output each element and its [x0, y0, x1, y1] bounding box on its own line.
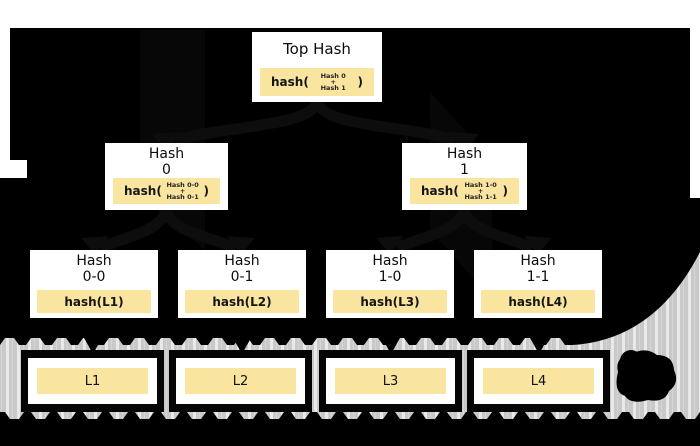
hash-prefix: hash(: [124, 184, 162, 198]
data-block-label: L2: [232, 373, 249, 389]
data-block-cell: L3: [335, 368, 446, 394]
hash-suffix: ): [357, 75, 363, 89]
hash-expression: hash( Hash 1-0 + Hash 1-1 ): [410, 178, 519, 204]
background-strip-top: [0, 0, 700, 28]
hash-args: Hash 0-0 + Hash 0-1: [166, 181, 199, 201]
node-hash-0: Hash 0 hash( Hash 0-0 + Hash 0-1 ): [105, 143, 228, 210]
node-top-hash: Top Hash hash( Hash 0 + Hash 1 ): [252, 32, 382, 102]
hash-prefix: hash(: [271, 75, 309, 89]
hash-value: hash(L2): [212, 294, 272, 309]
title-line: Top Hash: [283, 40, 351, 58]
title-line: 1-1: [526, 269, 550, 285]
title-line: 1: [460, 162, 469, 178]
hash-operator: +: [477, 187, 484, 195]
background-strip-right: [690, 28, 700, 198]
hash-args: Hash 1-0 + Hash 1-1: [464, 181, 497, 201]
title-line: 0: [162, 162, 171, 178]
node-title: Hash 1-1: [474, 250, 602, 285]
node-hash-1: Hash 1 hash( Hash 1-0 + Hash 1-1 ): [402, 143, 527, 210]
background-strip-left-step: [10, 160, 27, 178]
hash-suffix: ): [203, 184, 209, 198]
title-line: Hash: [372, 253, 408, 269]
data-block-cell: L2: [185, 368, 296, 394]
node-hash-0-1: Hash 0-1 hash(L2): [178, 250, 306, 318]
hash-arg: Hash 0-0: [166, 181, 199, 189]
node-title: Hash 0-1: [178, 250, 306, 285]
hash-operator: +: [330, 78, 336, 86]
node-title: Top Hash: [252, 32, 382, 58]
data-block-frame: L4: [474, 358, 603, 404]
hash-value: hash(L3): [360, 294, 420, 309]
node-title: Hash 1: [402, 143, 527, 178]
hash-value: hash(L1): [64, 294, 124, 309]
hash-operator: +: [179, 187, 186, 195]
hash-arg: Hash 1-1: [464, 193, 497, 201]
arrowhead-icon: [377, 329, 405, 354]
hash-value: hash(L4): [508, 294, 568, 309]
data-block-cell: L4: [483, 368, 594, 394]
data-block-label: L4: [530, 373, 547, 389]
hash-suffix: ): [502, 184, 508, 198]
node-title: Hash 0-0: [30, 250, 158, 285]
background-strip-left: [0, 28, 10, 178]
data-block-l2: L2: [169, 350, 312, 412]
node-title: Hash 0: [105, 143, 228, 178]
data-block-l1: L1: [21, 350, 164, 412]
data-block-cell: L1: [37, 368, 148, 394]
node-hash-1-0: Hash 1-0 hash(L3): [326, 250, 454, 318]
title-line: 1-0: [378, 269, 402, 285]
data-block-label: L1: [84, 373, 101, 389]
data-block-frame: L3: [326, 358, 455, 404]
title-line: Hash: [148, 146, 185, 162]
title-line: 0-0: [82, 269, 106, 285]
hash-prefix: hash(: [421, 184, 459, 198]
hash-expression: hash( Hash 0-0 + Hash 0-1 ): [113, 178, 220, 204]
title-line: Hash: [520, 253, 556, 269]
arrowhead-icon: [79, 329, 107, 354]
title-line: 0-1: [230, 269, 254, 285]
title-line: Hash: [76, 253, 112, 269]
node-title: Hash 1-0: [326, 250, 454, 285]
hash-expression: hash( Hash 0 + Hash 1 ): [260, 68, 374, 96]
hash-expression: hash(L2): [185, 290, 299, 313]
node-hash-0-0: Hash 0-0 hash(L1): [30, 250, 158, 318]
data-block-l4: L4: [467, 350, 610, 412]
ink-blob-lump: [620, 350, 642, 372]
hash-arg: Hash 1-0: [464, 181, 497, 189]
hash-expression: hash(L4): [481, 290, 595, 313]
data-block-l3: L3: [319, 350, 462, 412]
hash-arg: Hash 1: [320, 84, 346, 92]
hash-arg: Hash 0-1: [166, 193, 199, 201]
cloud-arrows: [79, 318, 553, 354]
title-line: Hash: [224, 253, 260, 269]
title-line: Hash: [446, 146, 483, 162]
arrowhead-icon: [525, 329, 553, 354]
data-block-frame: L2: [176, 358, 305, 404]
data-block-label: L3: [382, 373, 399, 389]
arrowhead-icon: [228, 329, 256, 354]
data-block-frame: L1: [28, 358, 157, 404]
hash-arg: Hash 0: [320, 72, 346, 80]
node-hash-1-1: Hash 1-1 hash(L4): [474, 250, 602, 318]
hash-expression: hash(L3): [333, 290, 447, 313]
hash-expression: hash(L1): [37, 290, 151, 313]
hash-args: Hash 0 + Hash 1: [320, 72, 346, 92]
